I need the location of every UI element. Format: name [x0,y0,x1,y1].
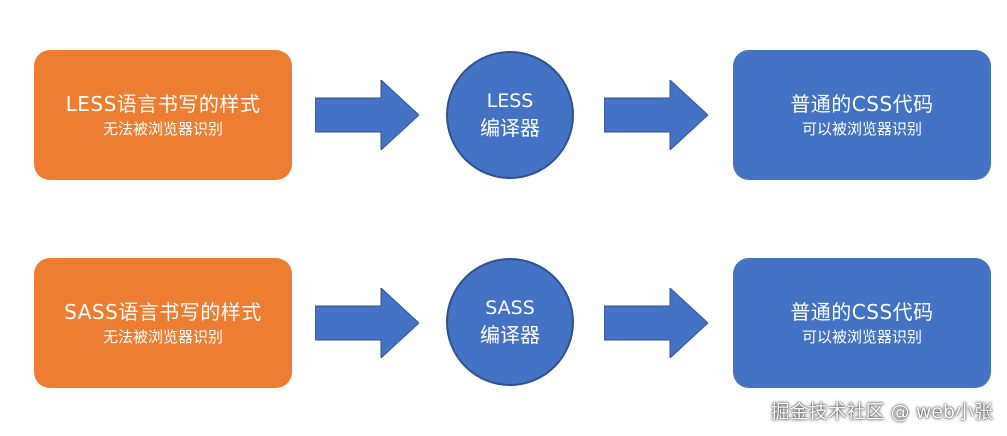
less-compiler-circle: LESS 编译器 [446,51,574,179]
arrow-right-icon [604,80,708,150]
sass-source-box: SASS语言书写的样式 无法被浏览器识别 [34,258,292,388]
less-source-title: LESS语言书写的样式 [65,92,261,116]
sass-output-box: 普通的CSS代码 可以被浏览器识别 [733,258,991,388]
sass-output-subtitle: 可以被浏览器识别 [801,328,922,346]
arrow-right-icon [315,288,419,358]
sass-output-title: 普通的CSS代码 [790,300,934,324]
sass-compiler-circle: SASS 编译器 [446,258,574,386]
sass-compiler-name: SASS [485,297,535,319]
sass-compiler-label: 编译器 [480,323,540,347]
less-output-title: 普通的CSS代码 [790,92,934,116]
less-source-box: LESS语言书写的样式 无法被浏览器识别 [34,50,292,180]
less-output-subtitle: 可以被浏览器识别 [801,120,922,138]
less-compiler-name: LESS [486,90,534,112]
watermark: 掘金技术社区 @ web小张 [770,401,993,423]
less-source-subtitle: 无法被浏览器识别 [102,120,223,138]
sass-source-subtitle: 无法被浏览器识别 [102,328,223,346]
less-output-box: 普通的CSS代码 可以被浏览器识别 [733,50,991,180]
arrow-right-icon [315,80,419,150]
less-compiler-label: 编译器 [480,116,540,140]
sass-source-title: SASS语言书写的样式 [64,300,262,324]
arrow-right-icon [604,288,708,358]
